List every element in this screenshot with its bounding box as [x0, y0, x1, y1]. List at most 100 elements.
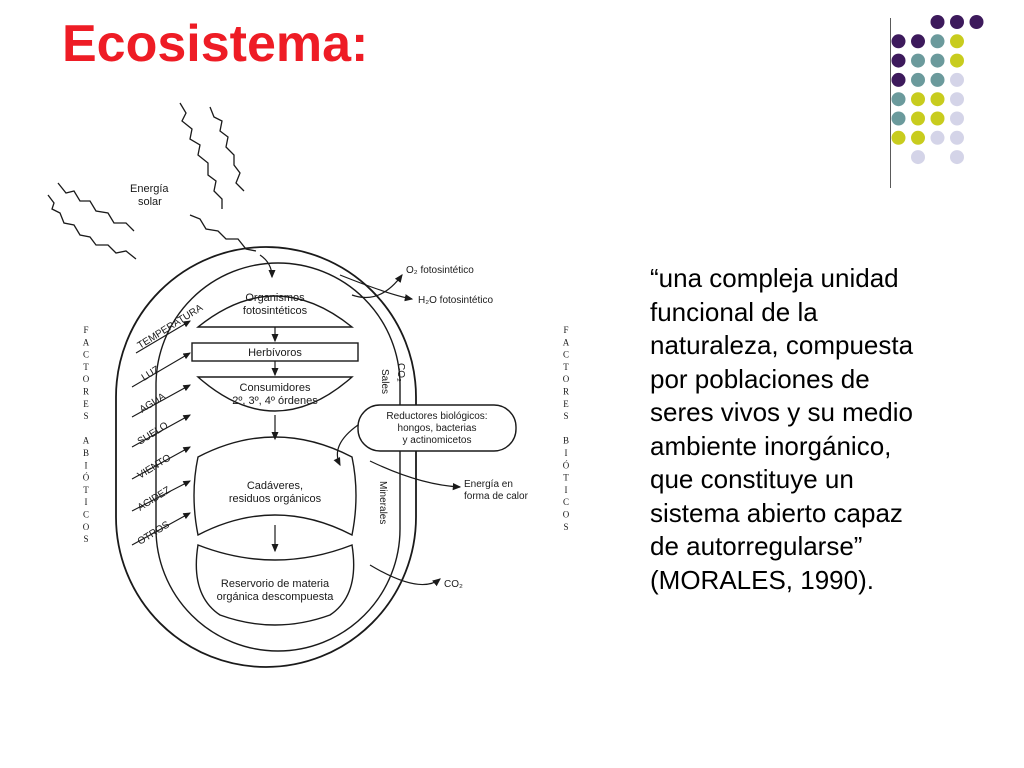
h2o-label: H₂O fotosintético — [418, 295, 493, 306]
column-letter: I — [565, 448, 568, 458]
column-letter: F — [563, 325, 568, 335]
definition-quote: “una compleja unidad funcional de la nat… — [650, 262, 990, 597]
organismos-box — [196, 295, 354, 328]
energia-calor-label: Energía en — [464, 479, 513, 490]
decorative-dot — [950, 130, 964, 145]
quote-line: de autorregularse” — [650, 531, 863, 561]
column-letter: I — [85, 497, 88, 507]
decorative-dot — [950, 92, 964, 107]
cadaveres-label: Cadáveres, — [247, 480, 303, 492]
decorative-dot — [950, 111, 964, 126]
column-letter: A — [83, 337, 90, 347]
decorative-dot — [891, 72, 906, 87]
column-letter: S — [83, 411, 88, 421]
decorative-dot — [891, 111, 906, 126]
quote-line: ambiente inorgánico, — [650, 430, 892, 461]
column-letter: C — [563, 497, 569, 507]
minerales-label: Minerales — [377, 481, 388, 524]
decorative-dot — [950, 150, 964, 165]
column-letter: I — [85, 460, 88, 470]
column-letter: T — [83, 362, 89, 372]
decorative-dot — [930, 92, 945, 107]
column-letter: O — [83, 374, 90, 384]
ecosystem-diagram: Energía solar Organismos fotosintéticos … — [47, 102, 570, 668]
column-letter: C — [83, 350, 89, 360]
quote-line: que constituye un — [650, 464, 854, 494]
decorative-dot — [911, 72, 925, 87]
factor-acidez: ACIDEZ — [136, 485, 173, 514]
decorative-dot — [950, 34, 964, 49]
decorative-dot — [930, 15, 945, 29]
factor-otros: OTROS — [136, 519, 172, 547]
energia-calor-label: forma de calor — [464, 491, 529, 502]
factor-viento: VIENTO — [136, 452, 173, 481]
output-arrows — [333, 274, 462, 587]
quote-line: (MORALES, 1990). — [650, 564, 874, 595]
column-letter: O — [563, 510, 570, 520]
column-letter: Ó — [83, 473, 90, 483]
energia-solar-label: solar — [138, 196, 162, 208]
column-letter: R — [563, 387, 569, 397]
quote-line: funcional de la — [650, 296, 818, 327]
column-letter: F — [83, 325, 88, 335]
organismos-label: Organismos — [245, 292, 305, 304]
decorative-dot — [950, 72, 964, 87]
quote-line: por poblaciones de — [650, 363, 870, 394]
column-letter: C — [563, 350, 569, 360]
flow-arrows — [259, 254, 279, 553]
column-letter: Ó — [563, 460, 570, 470]
decorative-dot — [911, 130, 925, 145]
ecosystem-inner-boundary — [155, 262, 401, 652]
column-letter: S — [563, 522, 568, 532]
sales-label: Sales — [379, 369, 390, 394]
decorative-dot — [930, 130, 945, 145]
quote-line: seres vivos y su medio — [650, 397, 913, 427]
factor-agua: AGUA — [138, 391, 168, 416]
reservorio-box — [195, 544, 355, 626]
decorative-dot — [891, 92, 906, 107]
decorative-dot — [950, 15, 964, 29]
decorative-dot — [891, 34, 906, 49]
factor-suelo: SUELO — [136, 420, 171, 447]
column-letter: T — [563, 362, 569, 372]
quote-line: naturaleza, compuesta — [650, 330, 914, 360]
decorative-dot — [969, 15, 984, 29]
decorative-dot — [911, 150, 925, 165]
co2-mid-label: CO₂ — [395, 363, 406, 382]
ecosystem-outer-boundary — [115, 246, 417, 668]
factor-luz: LUZ — [140, 364, 162, 383]
decorative-dot — [891, 53, 906, 68]
quote-line: sistema abierto capaz — [650, 497, 903, 528]
decorative-dot-grid — [891, 15, 984, 165]
consumidores-label: Consumidores — [240, 382, 311, 394]
decorative-dot — [911, 34, 925, 49]
solar-rays — [47, 102, 257, 260]
decorative-dot — [950, 53, 964, 68]
reductores-label: y actinomicetos — [403, 435, 472, 446]
column-letter: C — [83, 510, 89, 520]
column-letter: T — [563, 473, 569, 483]
column-letter: S — [83, 534, 88, 544]
decorative-dot — [930, 72, 945, 87]
column-letter: S — [563, 411, 568, 421]
column-letter: E — [563, 399, 569, 409]
column-letter: I — [565, 485, 568, 495]
reservorio-label: orgánica descompuesta — [217, 591, 335, 603]
abiotic-factor-arrows — [131, 320, 191, 546]
reductores-label: Reductores biológicos: — [386, 411, 487, 422]
quote-line: “una compleja unidad — [650, 263, 899, 293]
slide-title: Ecosistema: — [62, 15, 369, 73]
column-letter: O — [563, 374, 570, 384]
co2-bottom-label: CO₂ — [444, 579, 463, 590]
cadaveres-label: residuos orgánicos — [229, 493, 322, 505]
consumidores-label: 2º, 3º, 4º órdenes — [232, 395, 318, 407]
decorative-dot — [930, 111, 945, 126]
decorative-dot — [911, 92, 925, 107]
organismos-label: fotosintéticos — [243, 305, 308, 317]
o2-label: O₂ fotosintético — [406, 265, 474, 276]
decorative-dot — [891, 130, 906, 145]
divider-line — [890, 18, 891, 188]
herbivoros-label: Herbívoros — [248, 347, 302, 359]
column-letter: A — [83, 436, 90, 446]
reductores-box — [357, 404, 517, 452]
